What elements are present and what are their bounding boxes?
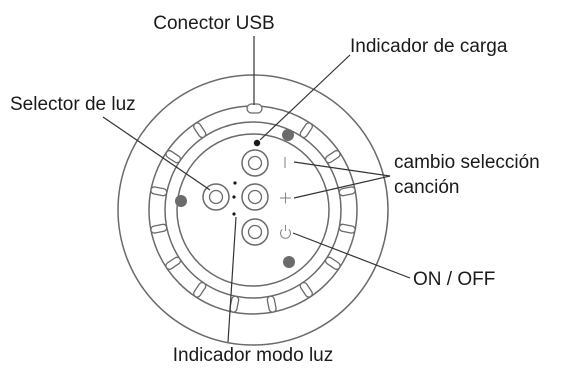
usb-port[interactable] — [246, 103, 263, 114]
vent-slot — [266, 295, 277, 313]
vent-slot — [338, 223, 356, 234]
change-selection-callout-line-1 — [293, 161, 391, 177]
vent-slot — [193, 281, 207, 298]
light-mode-indicator-label: Indicador modo luz — [173, 345, 334, 366]
charge-callout-line — [259, 54, 351, 141]
led-top-right — [282, 129, 294, 141]
callout-lines — [102, 36, 411, 343]
vent-slot — [165, 150, 182, 164]
change-selection-callout-line-2 — [293, 175, 391, 199]
vent-slot — [165, 256, 182, 270]
light-mode-dot-3 — [232, 212, 236, 216]
outer-ring — [117, 74, 389, 346]
light-selector-label: Selector de luz — [10, 94, 136, 115]
light-mode-dot-2 — [232, 195, 236, 199]
slotted-ring-inner-edge — [164, 121, 342, 299]
vent-slot — [299, 122, 313, 139]
led-left — [175, 195, 187, 207]
previous-song-button[interactable] — [241, 149, 269, 177]
on-off-label: ON / OFF — [413, 269, 495, 290]
control-plate — [176, 133, 330, 287]
light-selector-button[interactable] — [202, 183, 230, 211]
vent-slot — [150, 223, 168, 234]
power-button[interactable] — [241, 218, 269, 246]
led-bottom-right — [283, 256, 295, 268]
vent-slot — [324, 256, 341, 270]
ventilation-slots — [150, 122, 356, 313]
light-mode-callout-line — [227, 216, 237, 343]
plus-icon — [280, 192, 291, 204]
change-selection-label-line1: cambio selección — [394, 152, 540, 173]
next-song-button[interactable] — [241, 183, 269, 211]
speaker-device — [117, 74, 389, 346]
light-selector-callout-line — [102, 116, 211, 191]
vent-slot — [150, 186, 168, 197]
vent-slot — [299, 281, 313, 298]
usb-connector-label: Conector USB — [153, 13, 274, 34]
vent-slot — [338, 186, 356, 197]
vent-slot — [193, 122, 207, 139]
on-off-callout-line — [292, 232, 411, 279]
labels: Conector USB Indicador de carga Selector… — [10, 13, 540, 366]
change-selection-label-line2: canción — [394, 177, 460, 198]
vent-slot — [324, 150, 341, 164]
charge-indicator-label: Indicador de carga — [350, 36, 508, 57]
power-icon — [279, 225, 292, 239]
light-mode-dot-1 — [233, 181, 237, 185]
charge-indicator-dot — [253, 139, 261, 147]
